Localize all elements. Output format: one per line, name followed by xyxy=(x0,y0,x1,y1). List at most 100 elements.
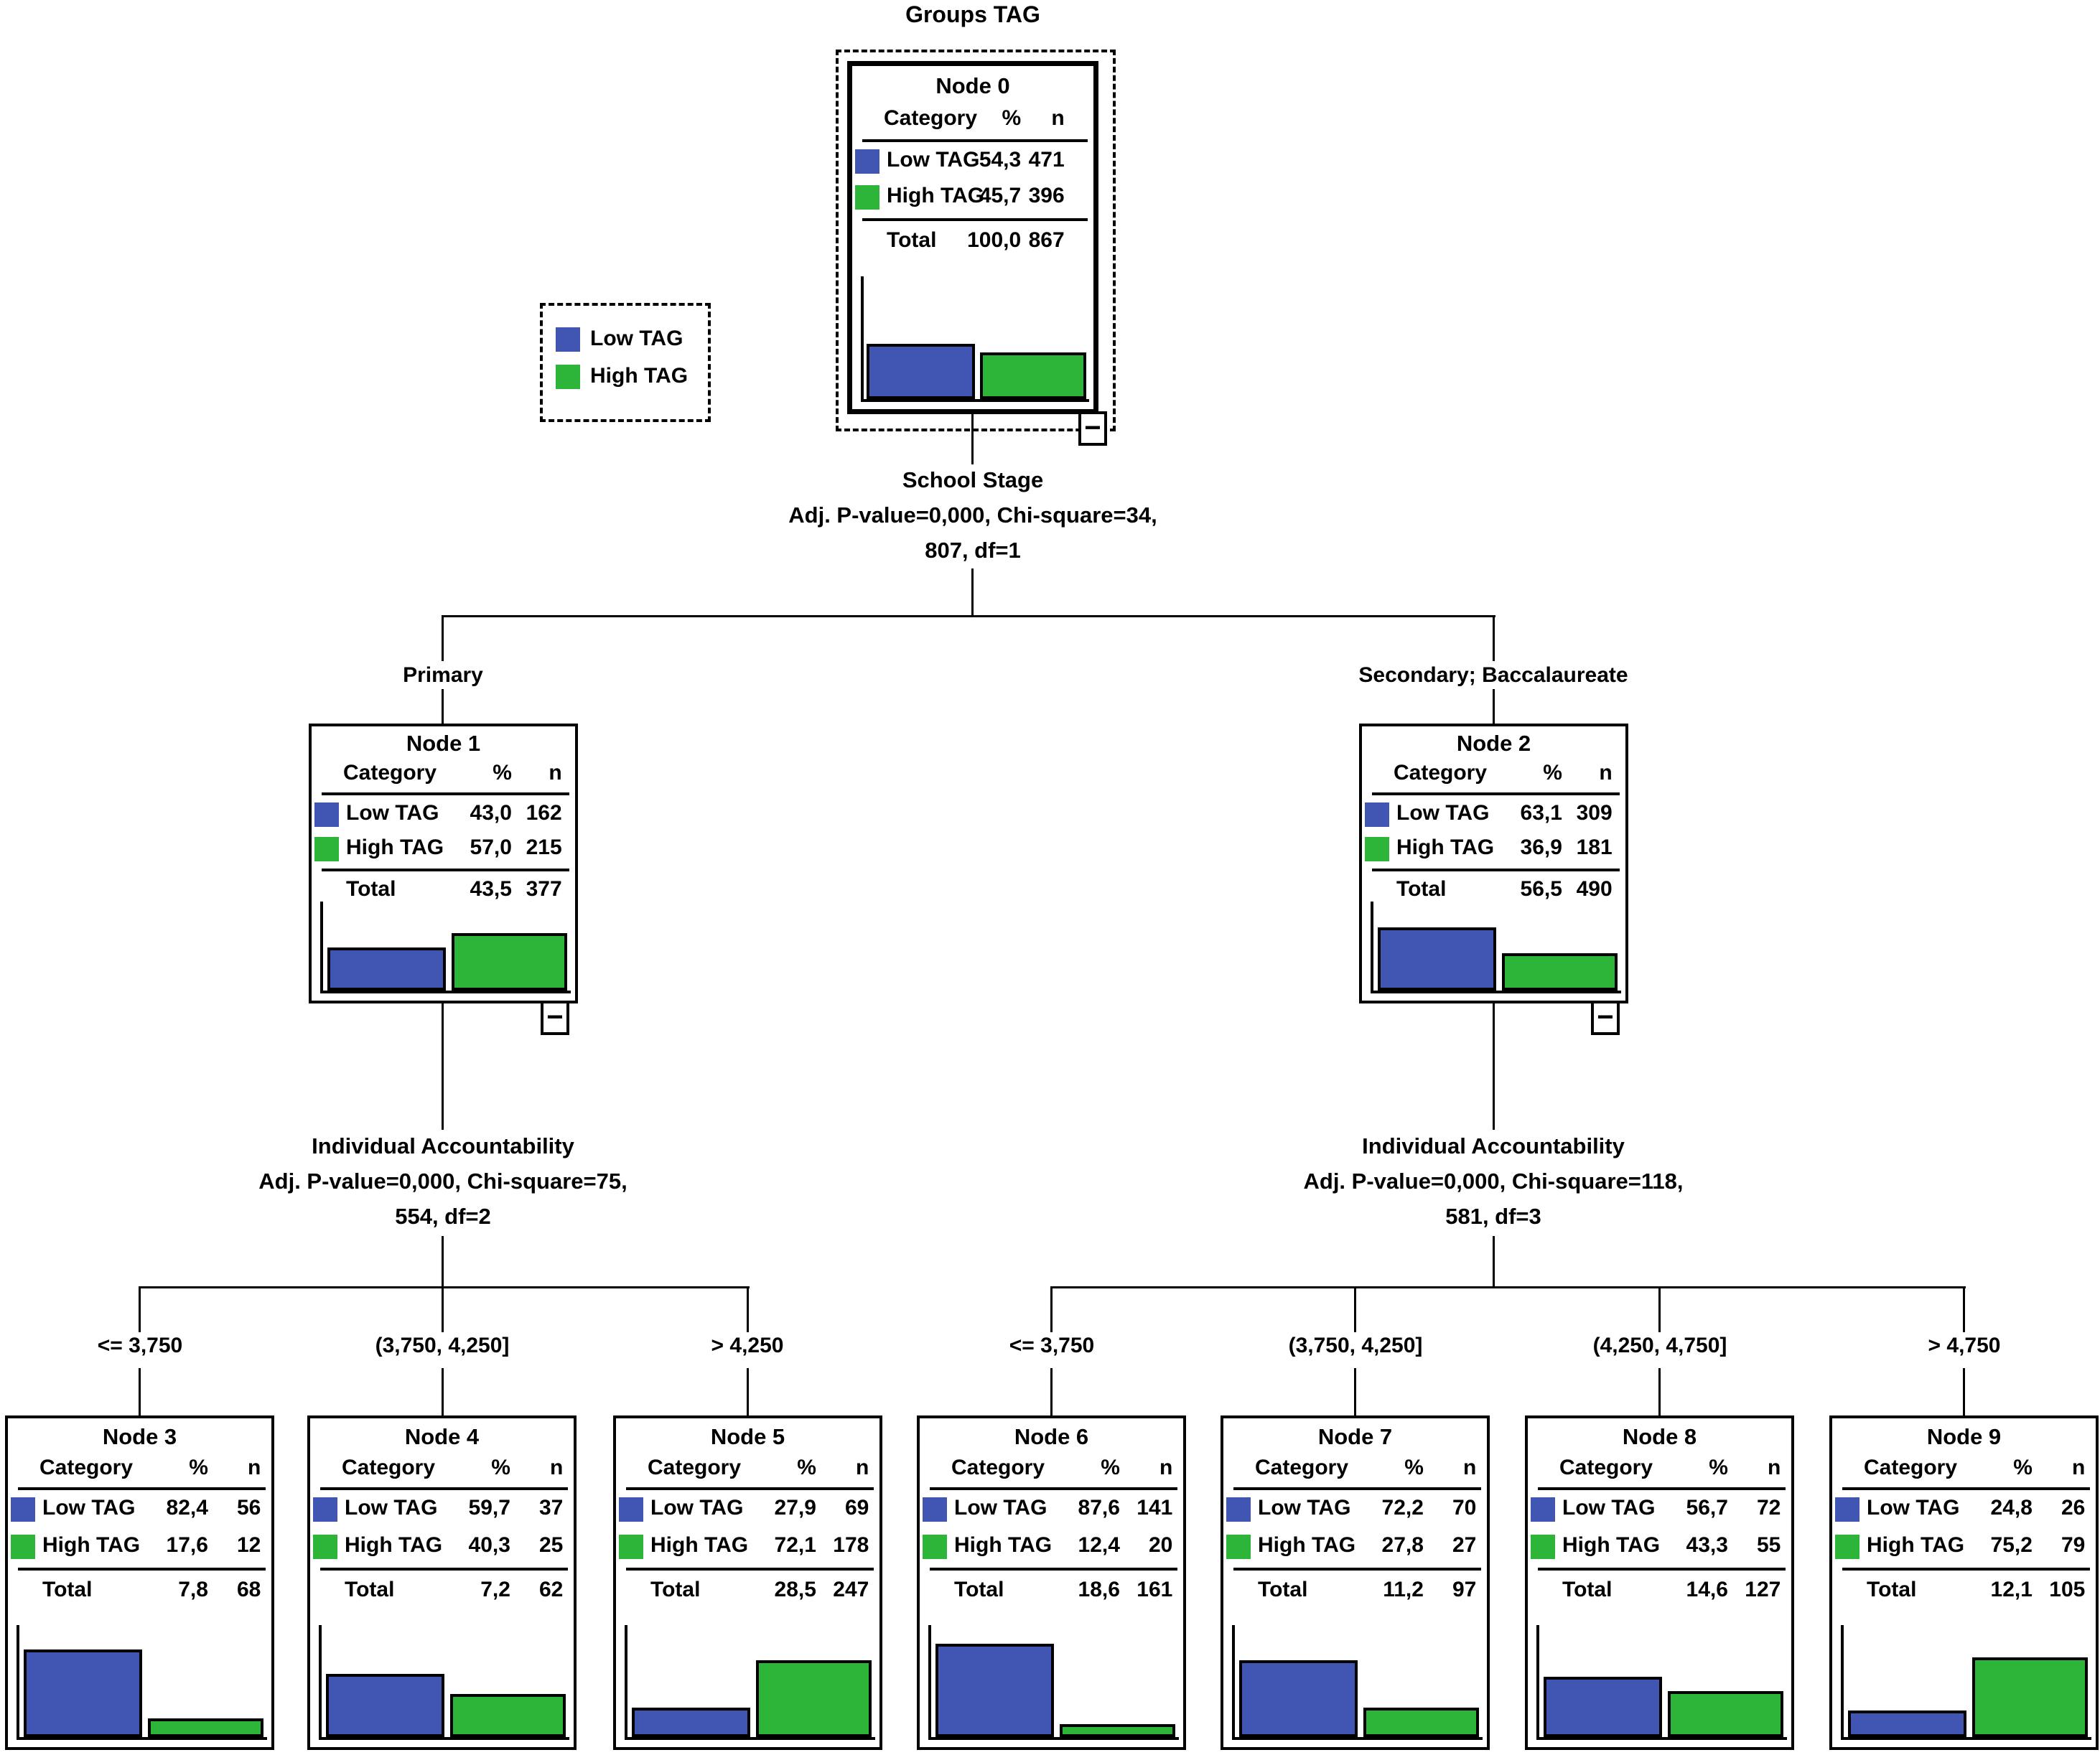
total-label: Total xyxy=(1562,1578,1613,1601)
chart-y-axis xyxy=(861,276,864,402)
connector-line xyxy=(1050,1286,1966,1288)
total-label: Total xyxy=(346,877,396,901)
node-title: Node 8 xyxy=(1622,1424,1697,1449)
low-tag-bar xyxy=(326,1674,445,1737)
connector-line xyxy=(747,1368,749,1415)
tree-node-7[interactable]: Node 7 Category % n Low TAG 72,2 70 High… xyxy=(1221,1415,1490,1750)
category-label: High TAG xyxy=(346,836,444,859)
connector-line xyxy=(442,1003,444,1130)
category-count: 309 xyxy=(1576,801,1613,825)
category-row-high: High TAG 36,9 181 xyxy=(1362,836,1625,867)
total-row: Total 56,5 490 xyxy=(1362,877,1625,909)
high-tag-swatch xyxy=(1226,1535,1251,1559)
connector-line xyxy=(442,615,1495,617)
category-label: Low TAG xyxy=(1867,1496,1960,1520)
total-percent: 12,1 xyxy=(1990,1578,2033,1601)
table-rule xyxy=(930,1487,1177,1490)
high-tag-swatch xyxy=(855,185,879,210)
total-count: 867 xyxy=(1028,228,1065,252)
category-count: 20 xyxy=(1148,1533,1173,1557)
connector-line xyxy=(1963,1368,1965,1415)
table-rule xyxy=(1842,1568,2090,1571)
table-rule xyxy=(930,1568,1177,1571)
split-rule-individual-accountability-right: Individual Accountability Adj. P-value=0… xyxy=(1264,1128,1723,1234)
category-percent: 72,2 xyxy=(1381,1496,1424,1520)
table-header: Category % n xyxy=(310,1456,574,1484)
connector-line xyxy=(442,1236,444,1288)
low-tag-swatch xyxy=(11,1497,35,1522)
collapse-button-node2[interactable]: − xyxy=(1591,1001,1620,1035)
category-count: 12 xyxy=(236,1533,261,1557)
total-count: 490 xyxy=(1576,877,1613,901)
table-header: Category % n xyxy=(312,761,575,790)
col-n: n xyxy=(1768,1456,1781,1479)
col-percent: % xyxy=(2013,1456,2033,1479)
category-label: Low TAG xyxy=(1396,801,1490,825)
col-n: n xyxy=(550,1456,564,1479)
total-label: Total xyxy=(887,228,937,252)
high-tag-bar xyxy=(1971,1657,2088,1737)
collapse-button-node0[interactable]: − xyxy=(1078,411,1107,446)
category-row-low: Low TAG 59,7 37 xyxy=(310,1496,574,1527)
total-percent: 100,0 xyxy=(967,228,1022,252)
node-title: Node 7 xyxy=(1317,1424,1393,1449)
tree-node-6[interactable]: Node 6 Category % n Low TAG 87,6 141 Hig… xyxy=(917,1415,1186,1750)
connector-line xyxy=(1050,1368,1053,1415)
node-title: Node 3 xyxy=(102,1424,177,1449)
legend-item-high: High TAG xyxy=(543,363,708,392)
connector-line xyxy=(1493,615,1495,661)
tree-node-4[interactable]: Node 4 Category % n Low TAG 59,7 37 High… xyxy=(307,1415,577,1750)
col-category: Category xyxy=(1864,1456,1958,1479)
low-tag-swatch xyxy=(923,1497,947,1522)
category-count: 56 xyxy=(236,1496,261,1520)
split-stats: Adj. P-value=0,000, Chi-square=75, xyxy=(258,1169,627,1194)
chart-y-axis xyxy=(1841,1625,1844,1740)
table-rule xyxy=(626,1568,874,1571)
dependent-variable-title: Groups TAG xyxy=(905,1,1040,27)
category-row-low: Low TAG 72,2 70 xyxy=(1223,1496,1487,1527)
table-rule xyxy=(18,1487,266,1490)
table-rule xyxy=(1372,869,1620,871)
split-rule-individual-accountability-left: Individual Accountability Adj. P-value=0… xyxy=(213,1128,673,1234)
tree-node-5[interactable]: Node 5 Category % n Low TAG 27,9 69 High… xyxy=(613,1415,882,1750)
category-row-low: Low TAG 43,0 162 xyxy=(312,801,575,833)
category-label: Low TAG xyxy=(1562,1496,1656,1520)
tree-node-0[interactable]: Node 0 Category % n Low TAG 54,3 471 Hig… xyxy=(847,61,1098,414)
category-count: 215 xyxy=(526,836,562,859)
collapse-button-node1[interactable]: − xyxy=(541,1001,569,1035)
tree-node-9[interactable]: Node 9 Category % n Low TAG 24,8 26 High… xyxy=(1829,1415,2099,1750)
category-count: 72 xyxy=(1756,1496,1781,1520)
split-stats: 807, df=1 xyxy=(925,538,1021,563)
table-rule xyxy=(1538,1487,1786,1490)
tree-node-1[interactable]: Node 1 Category % n Low TAG 43,0 162 Hig… xyxy=(309,724,578,1003)
category-row-low: Low TAG 82,4 56 xyxy=(8,1496,271,1527)
category-count: 162 xyxy=(526,801,562,825)
tree-node-8[interactable]: Node 8 Category % n Low TAG 56,7 72 High… xyxy=(1525,1415,1794,1750)
category-percent: 12,4 xyxy=(1078,1533,1120,1557)
low-tag-swatch xyxy=(1365,802,1389,827)
chart-y-axis xyxy=(1232,1625,1235,1740)
branch-label-primary: Primary xyxy=(403,663,483,687)
high-tag-swatch xyxy=(923,1535,947,1559)
tree-node-2[interactable]: Node 2 Category % n Low TAG 63,1 309 Hig… xyxy=(1359,724,1628,1003)
table-rule xyxy=(1842,1487,2090,1490)
table-rule xyxy=(1372,792,1620,795)
split-variable: School Stage xyxy=(902,467,1044,492)
table-header: Category % n xyxy=(1223,1456,1487,1484)
total-label: Total xyxy=(1867,1578,1917,1601)
category-label: High TAG xyxy=(1258,1533,1356,1557)
total-count: 105 xyxy=(2049,1578,2086,1601)
node-title: Node 0 xyxy=(935,73,1010,98)
tree-node-3[interactable]: Node 3 Category % n Low TAG 82,4 56 High… xyxy=(5,1415,274,1750)
connector-line xyxy=(971,414,974,464)
chart-y-axis xyxy=(928,1625,931,1740)
low-tag-swatch xyxy=(1531,1497,1555,1522)
total-percent: 18,6 xyxy=(1078,1578,1120,1601)
col-n: n xyxy=(248,1456,261,1479)
split-rule-school-stage: School Stage Adj. P-value=0,000, Chi-squ… xyxy=(743,462,1203,568)
node-title: Node 5 xyxy=(710,1424,785,1449)
chart-x-axis xyxy=(1536,1737,1787,1740)
split-variable: Individual Accountability xyxy=(1362,1133,1625,1159)
category-count: 178 xyxy=(833,1533,869,1557)
total-row: Total 12,1 105 xyxy=(1832,1578,2096,1609)
